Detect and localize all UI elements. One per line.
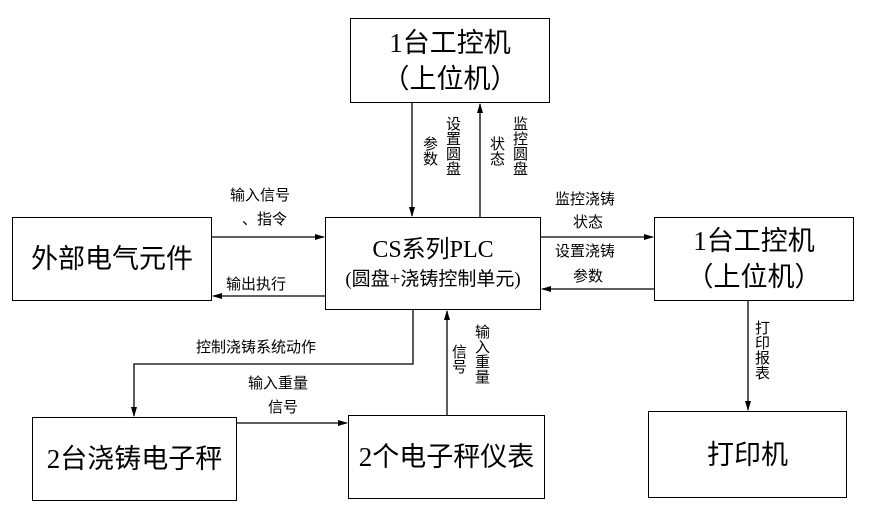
label-input-signal-1: 输入信号: [230, 186, 291, 204]
node-casting-scales: 2台浇铸电子秤: [32, 417, 237, 501]
label-set-cast-params-1: 设置浇铸: [555, 242, 616, 260]
node-plc: CS系列PLC (圆盘+浇铸控制单元): [325, 217, 541, 310]
node-scale-meters: 2个电子秤仪表: [348, 415, 545, 499]
label-control-cast: 控制浇铸系统动作: [196, 338, 317, 356]
label-weight-signal-h-1: 输入重量: [248, 374, 309, 392]
node-top-pc: 1台工控机 （上位机）: [350, 18, 550, 103]
label-set-disc-params-2: 参数: [421, 136, 439, 166]
label-weight-signal-h-2: 信号: [268, 398, 299, 416]
label-set-cast-params-2: 参数: [573, 267, 604, 285]
node-plc-title: CS系列PLC: [372, 236, 494, 263]
edge-control-cast: [131, 310, 414, 417]
node-printer-title: 打印机: [707, 439, 788, 470]
node-external-components: 外部电气元件: [12, 217, 212, 301]
node-top-pc-title: 1台工控机: [389, 27, 511, 58]
node-right-pc-title: 1台工控机: [693, 226, 815, 256]
node-scales-title: 2台浇铸电子秤: [46, 444, 223, 474]
node-meters-title: 2个电子秤仪表: [358, 442, 535, 472]
label-print-report: 打印报表: [753, 320, 771, 380]
node-printer: 打印机: [648, 411, 847, 498]
label-set-disc-params-1: 设置圆盘: [444, 116, 462, 176]
label-weight-signal-v-1: 输入重量: [473, 324, 491, 384]
node-right-pc: 1台工控机 （上位机）: [654, 217, 854, 301]
label-monitor-cast-status-2: 状态: [573, 213, 604, 231]
node-right-pc-subtitle: （上位机）: [686, 262, 822, 292]
label-monitor-disc-status-2: 状态: [488, 136, 506, 166]
label-output-exec: 输出执行: [226, 275, 287, 293]
node-external-title: 外部电气元件: [31, 244, 193, 274]
label-monitor-cast-status-1: 监控浇铸: [555, 190, 616, 208]
label-input-signal-2: 、指令: [242, 210, 288, 228]
label-monitor-disc-status-1: 监控圆盘: [511, 116, 529, 176]
label-weight-signal-v-2: 信号: [450, 344, 468, 374]
node-plc-subtitle: (圆盘+浇铸控制单元): [345, 268, 521, 290]
node-top-pc-subtitle: （上位机）: [382, 63, 518, 94]
